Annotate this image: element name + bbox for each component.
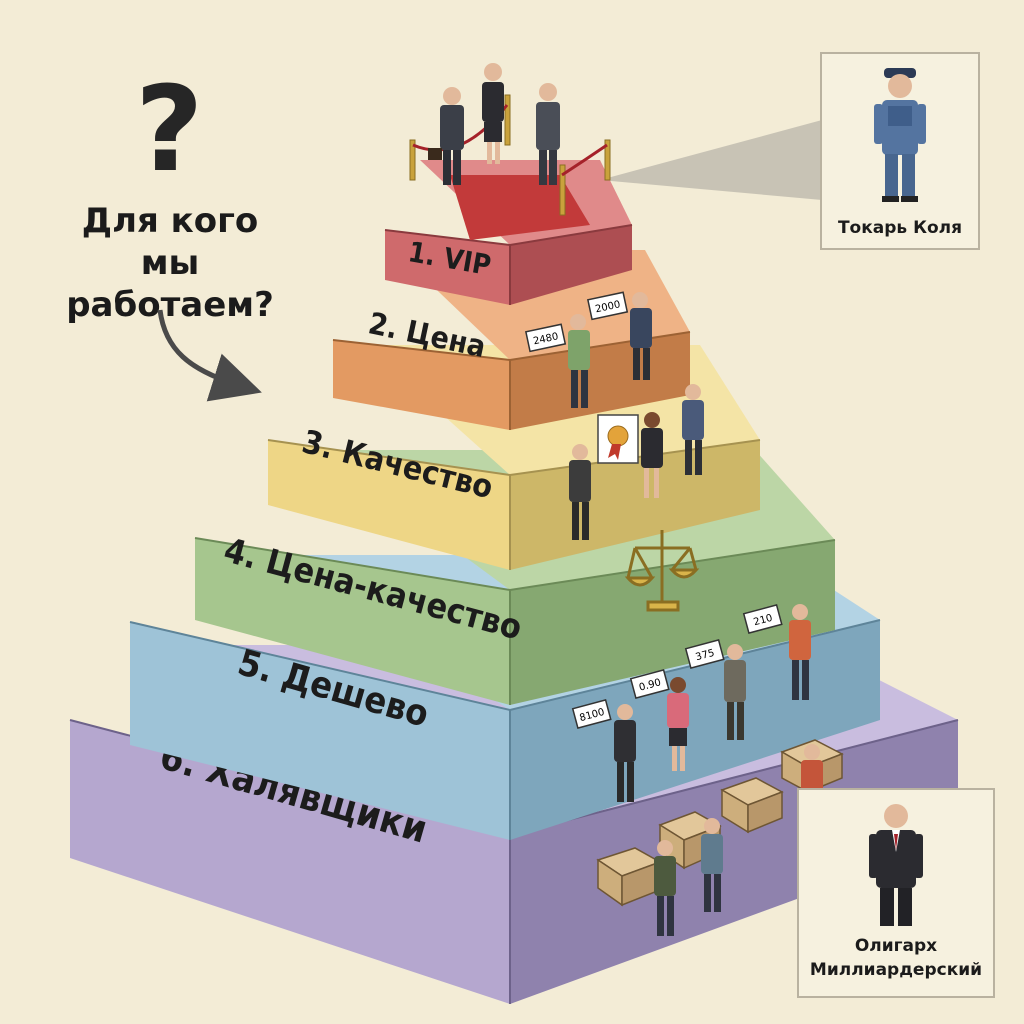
price-tag-6: 210 (752, 613, 773, 629)
red-carpet (450, 175, 590, 240)
tier-1: 1. VIP (384, 160, 633, 305)
price-tag-2: 2000 (594, 299, 621, 315)
tier-5-price-tags: 8100 0.90 375 210 (571, 604, 811, 802)
scales-icon (624, 530, 700, 612)
worker-caption: Токарь Коля (837, 218, 963, 238)
oligarch-caption-line-2: Миллиардерский (809, 960, 983, 980)
question-mark-icon: ? (135, 60, 204, 198)
tier-2-price-tags: 2480 2000 (524, 291, 652, 408)
callout-beam (600, 120, 822, 200)
price-tag-1: 2480 (532, 331, 559, 347)
worker-panel: Токарь Коля (820, 52, 980, 250)
oligarch-caption-line-1: Олигарх (854, 936, 938, 956)
worker-figure-icon (874, 68, 926, 202)
tier-3-figures (569, 384, 704, 540)
price-tag-5: 375 (694, 648, 715, 664)
curved-arrow-icon (157, 309, 262, 402)
vip-people-icon (428, 63, 560, 185)
question-line-1: Для кого (81, 201, 259, 241)
award-badge-icon (607, 425, 629, 447)
oligarch-panel: Олигарх Миллиардерский (797, 788, 995, 998)
oligarch-figure-icon (869, 804, 923, 926)
question-line-2: мы работаем? (66, 243, 274, 325)
question-text: Для кого мы работаем? (40, 200, 300, 326)
